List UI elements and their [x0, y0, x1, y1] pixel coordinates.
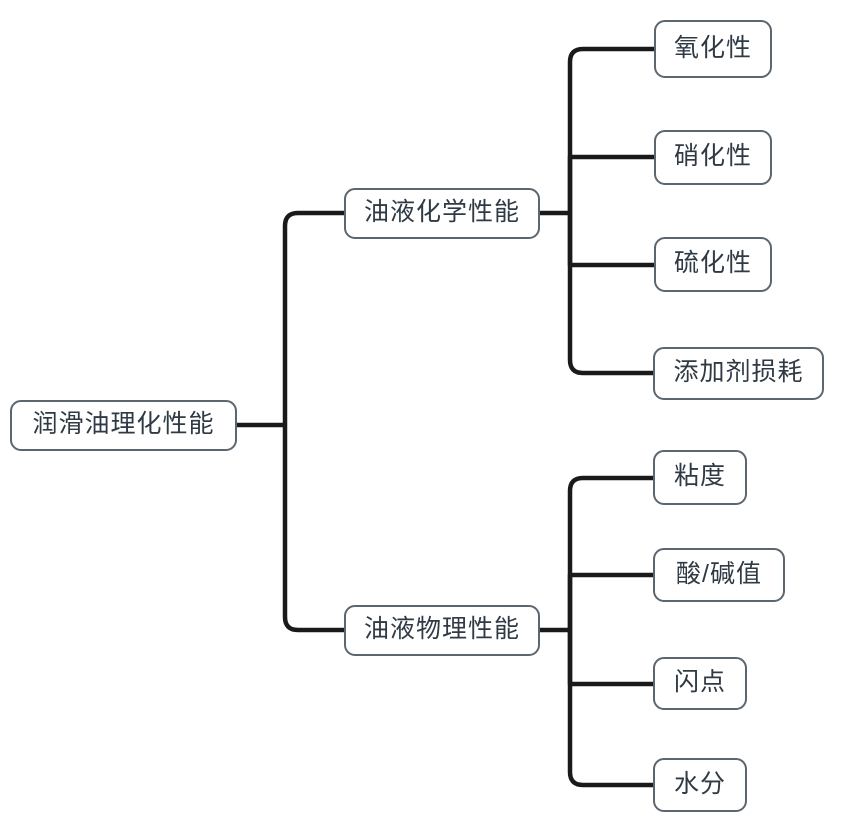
node-root[interactable]: 润滑油理化性能 [10, 400, 237, 451]
connector-physical-to-moisture [567, 630, 653, 788]
node-additive-depletion[interactable]: 添加剂损耗 [653, 347, 824, 400]
node-oxidation[interactable]: 氧化性 [654, 20, 772, 78]
node-physical[interactable]: 油液物理性能 [344, 605, 540, 656]
node-physical-label: 油液物理性能 [363, 615, 520, 643]
node-nitration[interactable]: 硝化性 [654, 130, 772, 185]
node-oxidation-label: 氧化性 [673, 33, 752, 62]
node-moisture-label: 水分 [673, 769, 726, 798]
node-additive-depletion-label: 添加剂损耗 [673, 358, 804, 386]
connector-chemical-to-nitration [567, 154, 654, 213]
node-nitration-label: 硝化性 [673, 142, 752, 170]
node-sulfation[interactable]: 硫化性 [654, 237, 772, 292]
node-chemical[interactable]: 油液化学性能 [344, 188, 540, 239]
node-viscosity-label: 粘度 [673, 462, 726, 490]
connector-trunk-to-chemical [282, 210, 344, 425]
connector-chemical-to-additive-depletion [567, 213, 653, 376]
connector-chemical-to-sulfation [567, 213, 654, 268]
node-flash-point-label: 闪点 [673, 668, 726, 696]
connector-physical-to-viscosity [567, 475, 653, 630]
node-sulfation-label: 硫化性 [673, 249, 752, 277]
node-acid-base-value-label: 酸/碱值 [676, 559, 762, 588]
connector-physical-to-acid-base-value [567, 572, 653, 630]
connector-physical-to-flash-point [567, 630, 653, 687]
connector-trunk-to-physical [282, 425, 344, 633]
node-moisture[interactable]: 水分 [653, 758, 747, 812]
node-acid-base-value[interactable]: 酸/碱值 [653, 548, 785, 602]
node-root-label: 润滑油理化性能 [32, 410, 215, 438]
connector-chemical-to-oxidation [567, 46, 654, 213]
node-viscosity[interactable]: 粘度 [653, 450, 747, 505]
node-flash-point[interactable]: 闪点 [653, 657, 747, 710]
node-chemical-label: 油液化学性能 [363, 198, 520, 226]
